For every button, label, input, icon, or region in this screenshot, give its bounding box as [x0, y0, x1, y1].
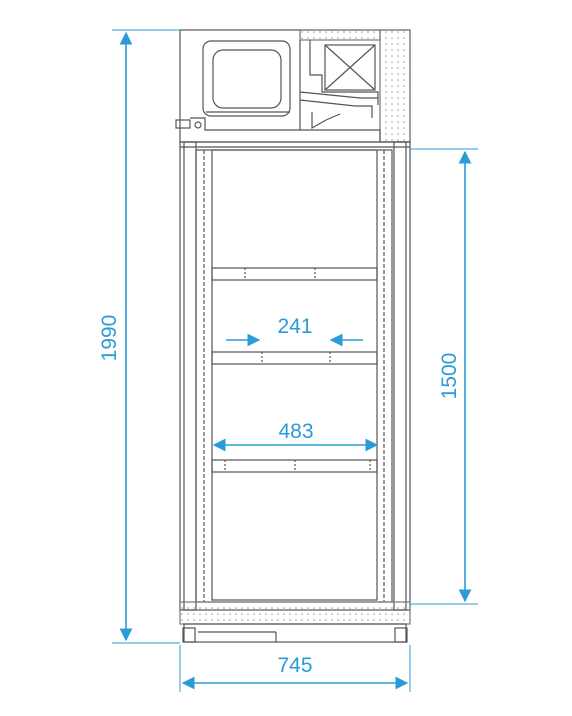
dimension-labels: 1990 1500 241 483 745 — [98, 315, 461, 677]
shelf-full-width-label: 483 — [278, 420, 313, 443]
fan-cross-b — [324, 44, 376, 91]
shelf-1 — [211, 267, 378, 281]
cabinet-outline — [175, 29, 411, 643]
foot-right — [394, 627, 408, 643]
compressor-inner — [212, 49, 282, 109]
total-height-label: 1990 — [98, 315, 121, 362]
shelf-half-width-label: 241 — [277, 315, 312, 338]
cabinet-base — [179, 601, 411, 625]
cabinet-side-left — [183, 141, 197, 611]
foot-left — [182, 627, 196, 643]
fan-box — [324, 44, 376, 91]
compressor-unit — [202, 40, 291, 117]
base-plinth — [183, 623, 407, 643]
interior-height-label: 1500 — [438, 353, 461, 400]
dimension-lines — [112, 29, 478, 692]
interior — [211, 149, 378, 601]
total-width-label: 745 — [277, 654, 312, 677]
door-frame — [195, 149, 393, 603]
housing-insulation-top — [299, 29, 381, 41]
cabinet-body — [179, 141, 411, 611]
shelf-2 — [211, 351, 378, 365]
cabinet-side-right — [393, 141, 407, 611]
housing-insulation-right — [379, 29, 411, 143]
